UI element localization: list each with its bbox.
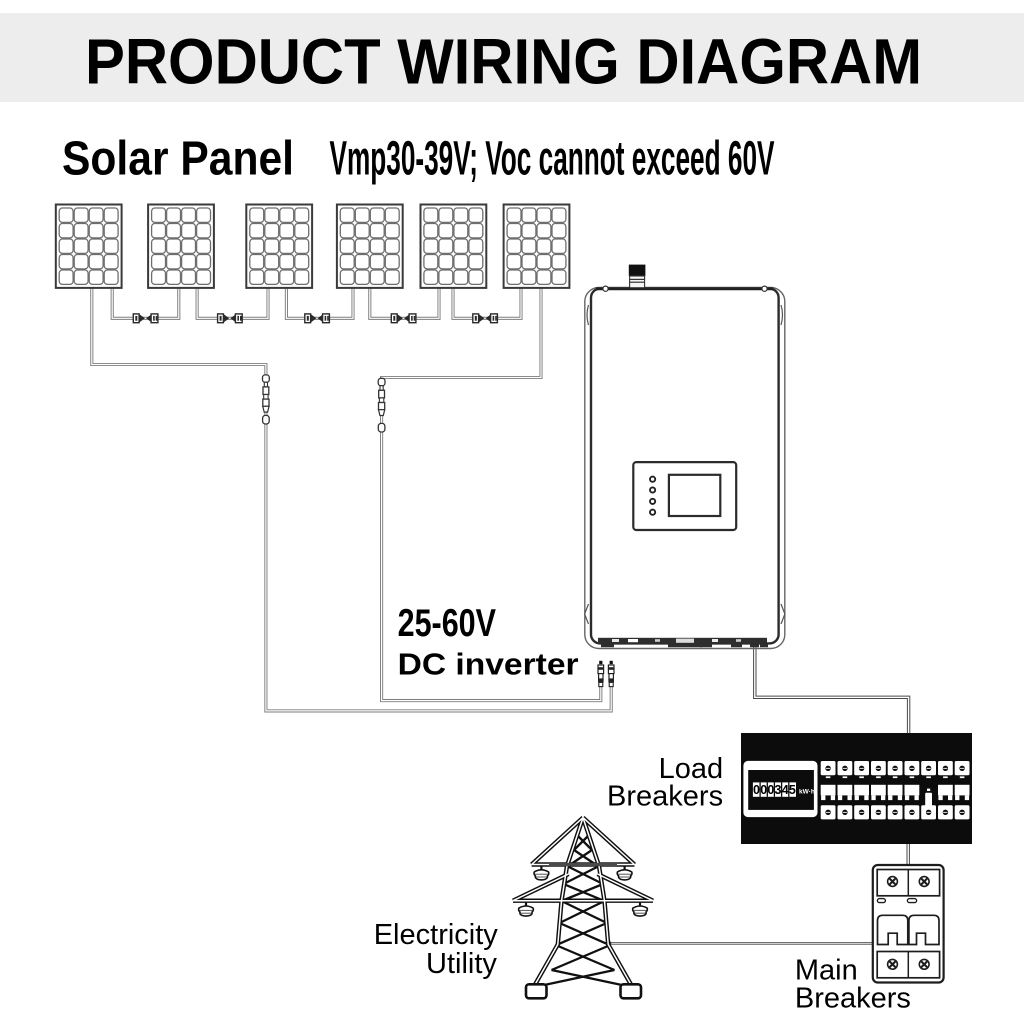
svg-text:0: 0 [753, 783, 760, 797]
svg-text:0: 0 [760, 783, 767, 797]
svg-text:Breakers: Breakers [795, 983, 911, 1015]
svg-text:Main: Main [795, 954, 858, 986]
svg-text:3: 3 [775, 783, 782, 797]
svg-text:Load: Load [659, 753, 724, 785]
svg-text:4: 4 [782, 783, 789, 797]
svg-text:kW·h: kW·h [799, 789, 815, 796]
svg-text:Utility: Utility [426, 948, 497, 980]
svg-text:Solar Panel: Solar Panel [62, 133, 294, 186]
svg-text:Electricity: Electricity [374, 919, 499, 951]
svg-text:Breakers: Breakers [607, 780, 723, 812]
svg-text:DC inverter: DC inverter [398, 647, 579, 682]
svg-text:PRODUCT WIRING DIAGRAM: PRODUCT WIRING DIAGRAM [85, 26, 922, 98]
svg-text:25-60V: 25-60V [398, 602, 496, 645]
svg-text:Vmp30-39V; Voc cannot exceed 6: Vmp30-39V; Voc cannot exceed 60V [330, 133, 775, 186]
svg-text:0: 0 [767, 783, 774, 797]
svg-text:5: 5 [789, 783, 796, 797]
